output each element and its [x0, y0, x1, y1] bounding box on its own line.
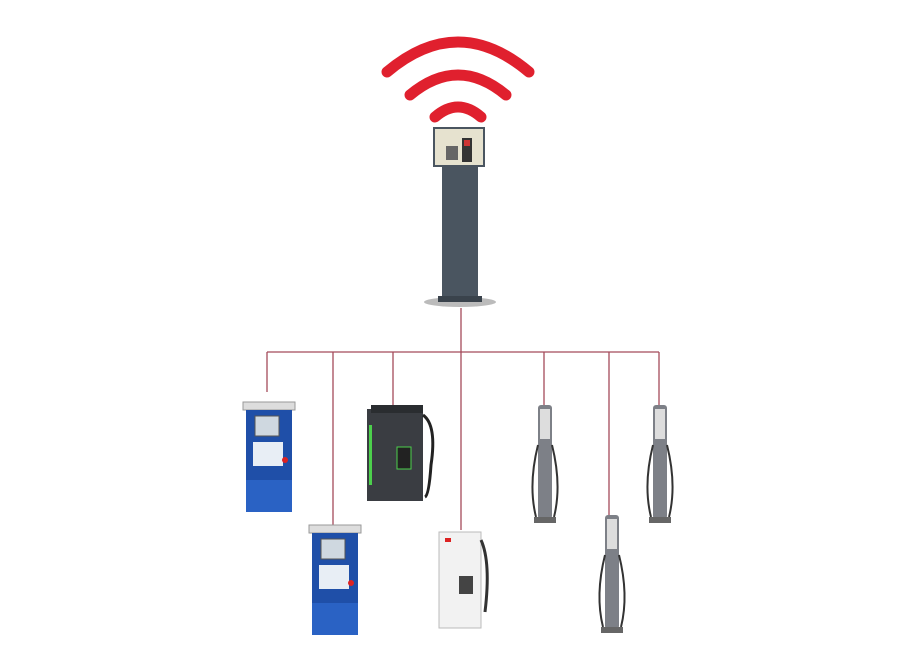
fuel-dispenser-icon [308, 524, 362, 635]
fuel-dispenser-icon [242, 401, 296, 512]
ev-charger-cabinet-icon [438, 531, 489, 629]
connector-lines [266, 308, 660, 530]
ev-charger-post-icon [646, 405, 674, 523]
dc-fast-charger-icon [367, 405, 435, 501]
wireless-payment-terminal-icon [424, 127, 496, 307]
ev-charger-post-icon [531, 405, 559, 523]
ev-charger-post-icon [598, 515, 626, 633]
wifi-signal-icon [381, 36, 535, 123]
